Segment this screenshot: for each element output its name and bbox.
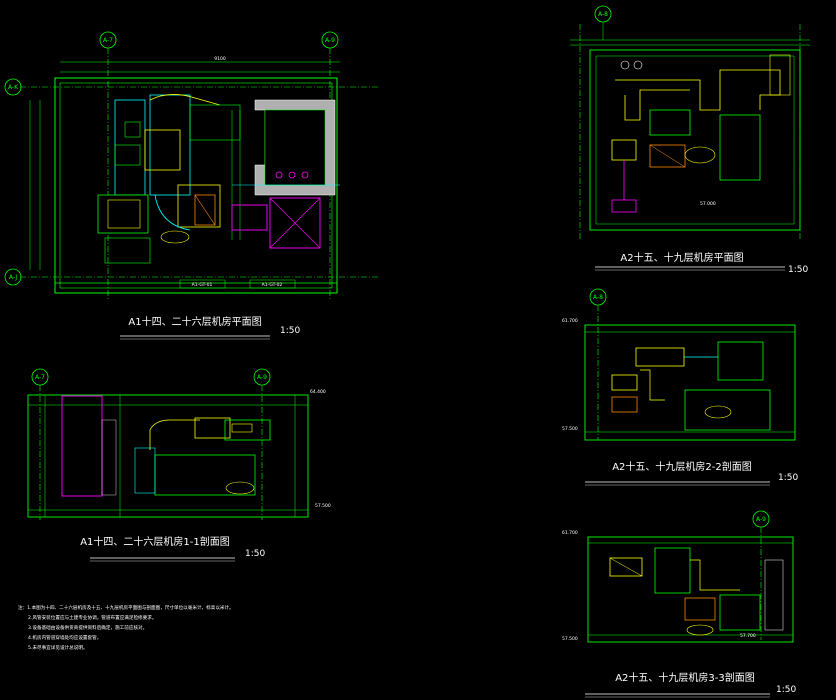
a1-plan-title: A1十四、二十六层机房平面图 xyxy=(128,315,261,328)
svg-text:A-8: A-8 xyxy=(598,11,608,18)
axis-bubble: A-8 xyxy=(594,5,612,23)
svg-text:57.500: 57.500 xyxy=(315,503,331,509)
svg-text:57.500: 57.500 xyxy=(562,426,578,432)
axis-bubble: A-9 xyxy=(253,368,271,386)
axis-bubble: A-7 xyxy=(99,31,117,49)
svg-text:A-J: A-J xyxy=(9,274,17,281)
svg-text:61.700: 61.700 xyxy=(562,318,578,324)
svg-text:A-9: A-9 xyxy=(325,37,335,44)
a2-plan-view: A-8 57.000 A2十五、十九层机房平面图 1:50 xyxy=(570,5,810,275)
svg-text:A-9: A-9 xyxy=(756,516,766,523)
axis-bubble: A-J xyxy=(4,268,22,286)
svg-text:A-K: A-K xyxy=(8,84,19,91)
a2-plan-title: A2十五、十九层机房平面图 xyxy=(620,251,743,264)
a1-section-title: A1十四、二十六层机房1-1剖面图 xyxy=(80,535,230,548)
general-notes: 注：1.本图为十四、二十六层机房及十五、十九层机房平面图与剖面图，尺寸单位以毫米… xyxy=(18,604,234,651)
note-line: 注：1.本图为十四、二十六层机房及十五、十九层机房平面图与剖面图，尺寸单位以毫米… xyxy=(18,604,234,611)
note-line: 4.机房内管道穿墙处均应设置套管。 xyxy=(28,634,101,641)
svg-text:A-9: A-9 xyxy=(257,374,267,381)
note-line: 3.设备基础由设备供货商提供资料后确定，施工前应核对。 xyxy=(28,624,147,631)
svg-text:9100: 9100 xyxy=(214,56,226,62)
a1-section-view: A-7 A-9 64.400 57.500 A1十四、二十六层机房1-1剖面图 … xyxy=(27,368,331,562)
svg-text:A-8: A-8 xyxy=(593,294,603,301)
a2-section-33-view: A-9 61.700 57.500 57.700 A2十五、十九层机房3-3剖面… xyxy=(562,510,796,698)
a2-section-33-scale: 1:50 xyxy=(776,685,796,695)
svg-text:61.700: 61.700 xyxy=(562,530,578,536)
a2-section-22-view: A-8 61.700 57.500 A2十五、十九层机房2-2剖面图 1:50 xyxy=(562,288,798,486)
a1-plan-scale: 1:50 xyxy=(280,326,300,336)
a1-plan-view: A-7 A-9 A-K A-J 9100 xyxy=(4,31,380,340)
note-line: 2.风管安装位置应与土建专业协调，管道布置应满足检修要求。 xyxy=(28,614,156,621)
svg-text:64.400: 64.400 xyxy=(310,389,326,395)
axis-bubble: A-9 xyxy=(752,510,770,528)
axis-bubble: A-K xyxy=(4,78,22,96)
svg-text:57.000: 57.000 xyxy=(700,201,716,207)
svg-text:A-7: A-7 xyxy=(103,37,113,44)
axis-bubble: A-7 xyxy=(31,368,49,386)
note-line: 5.未尽事宜详见设计总说明。 xyxy=(28,644,88,651)
svg-text:A1-GT-01: A1-GT-01 xyxy=(192,282,213,288)
a1-section-scale: 1:50 xyxy=(245,549,265,559)
a2-section-22-scale: 1:50 xyxy=(778,473,798,483)
svg-text:57.500: 57.500 xyxy=(562,636,578,642)
a2-section-33-title: A2十五、十九层机房3-3剖面图 xyxy=(615,671,755,684)
a2-plan-scale: 1:50 xyxy=(788,265,808,275)
axis-bubble: A-8 xyxy=(589,288,607,306)
svg-text:A-7: A-7 xyxy=(35,374,45,381)
axis-bubble: A-9 xyxy=(321,31,339,49)
svg-text:57.700: 57.700 xyxy=(740,633,756,639)
a2-section-22-title: A2十五、十九层机房2-2剖面图 xyxy=(612,460,752,473)
svg-text:A1-GT-02: A1-GT-02 xyxy=(262,282,283,288)
